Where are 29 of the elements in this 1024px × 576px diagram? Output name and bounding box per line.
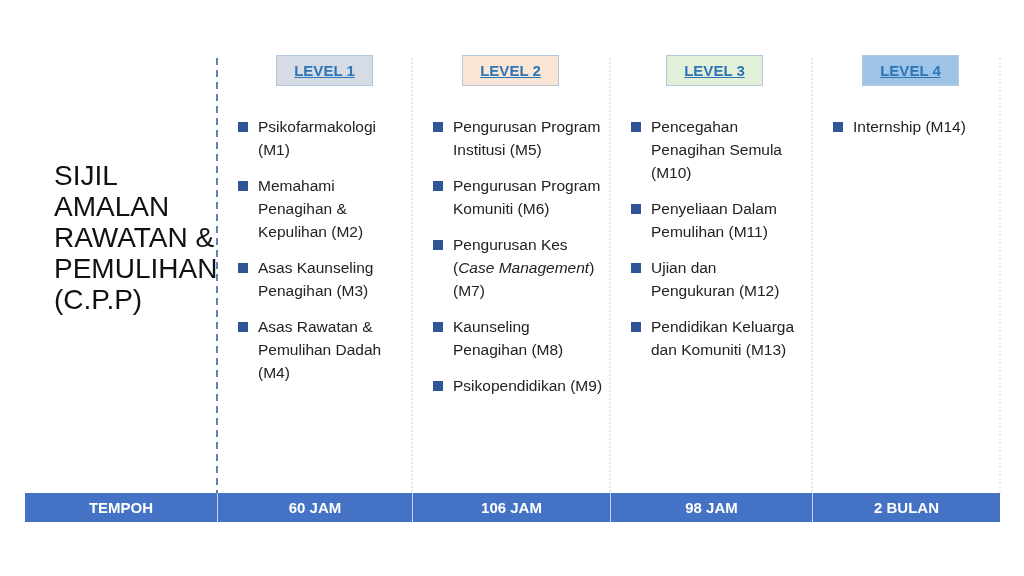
level-header: [862, 55, 959, 86]
level-title: LEVEL 3: [684, 62, 745, 79]
module-item: Memahami Penagihan & Kepulihan (M2): [258, 176, 365, 242]
module-item: Psikopendidikan (M9): [453, 376, 604, 396]
level-header: [276, 55, 373, 86]
duration-cell: 2 BULAN: [812, 493, 1000, 522]
level-title: LEVEL 4: [880, 62, 941, 79]
module-item: Kaunseling Penagihan (M8): [453, 317, 565, 360]
duration-cell: 106 JAM: [412, 493, 610, 522]
module-item: Pengurusan Program Komuniti (M6): [453, 176, 602, 219]
duration-cell: 98 JAM: [610, 493, 812, 522]
row-header: TEMPOH: [87, 498, 155, 518]
module-item: Asas Kaunseling Penagihan (M3): [258, 258, 375, 301]
certificate-title: SIJIL AMALAN RAWATAN & PEMULIHAN (C.P.P): [54, 160, 219, 315]
module-item: Pengurusan Program Institusi (M5): [453, 117, 602, 160]
level-header: [666, 55, 763, 86]
module-item: Internship (M14): [853, 117, 967, 137]
level-title: LEVEL 1: [294, 62, 355, 79]
module-item: Pendidikan Keluarga dan Komuniti (M13): [651, 317, 796, 360]
level-title: LEVEL 2: [480, 62, 541, 79]
module-item: Penyeliaan Dalam Pemulihan (M11): [651, 199, 778, 242]
module-item: Psikofarmakologi (M1): [258, 117, 378, 160]
level-header: [462, 55, 559, 86]
duration-cell: 60 JAM: [217, 493, 412, 522]
module-item: Ujian dan Pengukuran (M12): [651, 258, 781, 301]
module-item: Pengurusan Kes (Case Management) (M7): [453, 235, 596, 301]
duration-bar: [25, 493, 1000, 522]
module-item: Pencegahan Penagihan Semula (M10): [651, 117, 783, 183]
module-item: Asas Rawatan & Pemulihan Dadah (M4): [258, 317, 383, 383]
